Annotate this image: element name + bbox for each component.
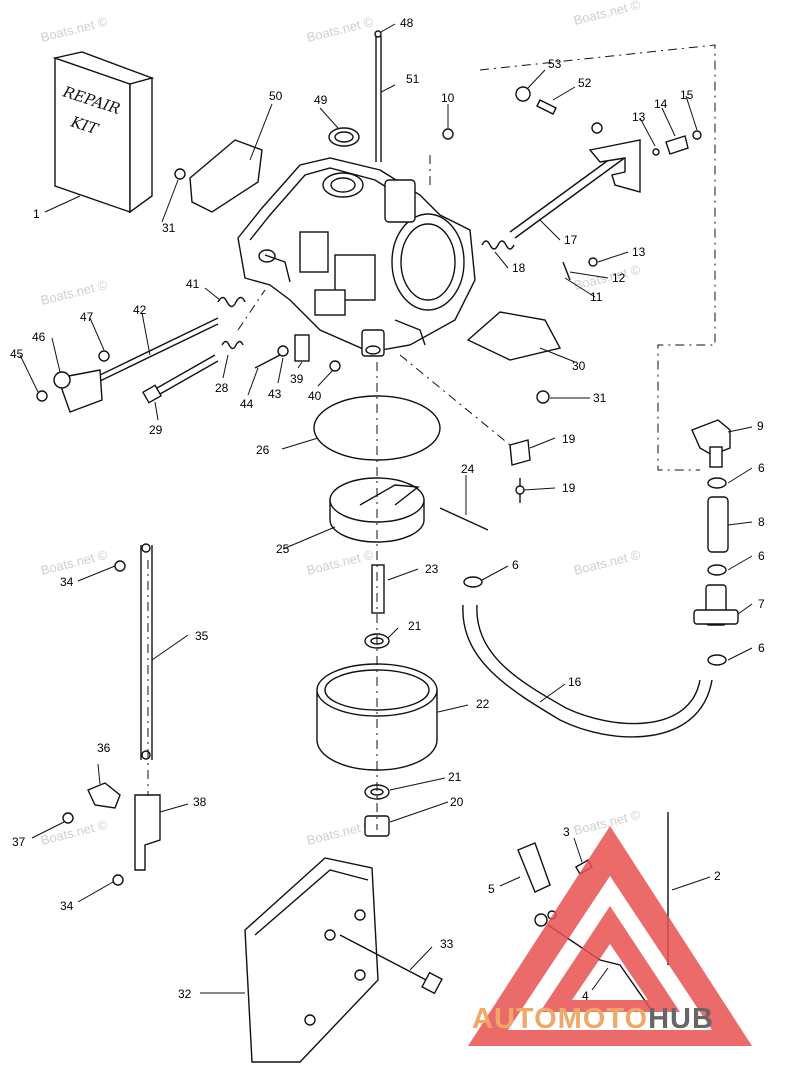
idle-tube: [374, 30, 382, 162]
air-silencer-cover: [244, 857, 443, 1063]
callout-15: 15: [680, 88, 694, 102]
watermark: Boats.net ©: [39, 817, 109, 848]
callout-34: 34: [60, 575, 74, 589]
callout-17: 17: [564, 233, 578, 247]
callout-6: 6: [758, 461, 765, 475]
leader-lines: [19, 23, 753, 994]
throttle-plate: [466, 311, 562, 361]
watermark: Boats.net ©: [305, 547, 375, 578]
callout-6: 6: [512, 558, 519, 572]
repair-kit-box: REPAIR KIT: [52, 51, 155, 214]
callout-14: 14: [654, 97, 668, 111]
callout-8: 8: [758, 515, 765, 529]
callout-9: 9: [757, 419, 764, 433]
main-jet-assembly: [316, 564, 438, 837]
callout-49: 49: [314, 93, 328, 107]
watermark: Boats.net ©: [572, 547, 642, 578]
carburetor-body: [237, 157, 476, 357]
callout-4: 4: [582, 989, 589, 1003]
choke-linkage: [62, 543, 161, 886]
callout-37: 37: [12, 835, 26, 849]
callout-30: 30: [572, 359, 586, 373]
o-ring: [328, 127, 360, 147]
watermark: Boats.net ©: [572, 262, 642, 293]
callout-45: 45: [10, 347, 24, 361]
callout-7: 7: [758, 597, 765, 611]
callout-1: 1: [33, 207, 40, 221]
callout-28: 28: [215, 381, 229, 395]
assembly-lines: [147, 44, 716, 830]
callout-6: 6: [758, 641, 765, 655]
idle-mixture-parts: [36, 296, 341, 413]
callout-38: 38: [193, 795, 207, 809]
callout-32: 32: [178, 987, 192, 1001]
callout-53: 53: [548, 57, 562, 71]
small-screws: [174, 86, 603, 404]
callout-25: 25: [276, 542, 290, 556]
callout-52: 52: [578, 76, 592, 90]
callouts: 1 2 3 4 5 6 6 6 6 7 8 9 10 11 12 13 13 1…: [10, 16, 765, 1003]
callout-31: 31: [162, 221, 176, 235]
callout-40: 40: [308, 389, 322, 403]
callout-36: 36: [97, 741, 111, 755]
callout-47: 47: [80, 310, 94, 324]
throttle-shaft: [509, 130, 702, 281]
fuel-fittings: [462, 419, 739, 738]
callout-10: 10: [441, 91, 455, 105]
callout-44: 44: [240, 397, 254, 411]
callout-2: 2: [714, 869, 721, 883]
watermark: Boats.net ©: [305, 14, 375, 45]
watermark: Boats.net ©: [39, 547, 109, 578]
callout-42: 42: [133, 303, 147, 317]
callout-51: 51: [406, 72, 420, 86]
callout-31: 31: [593, 391, 607, 405]
throttle-spring: [481, 240, 515, 250]
needle-valve: [509, 439, 531, 503]
callout-12: 12: [612, 271, 626, 285]
callout-23: 23: [425, 562, 439, 576]
callout-13: 13: [632, 245, 646, 259]
callout-24: 24: [461, 462, 475, 476]
callout-19: 19: [562, 432, 576, 446]
callout-41: 41: [186, 277, 200, 291]
callout-20: 20: [450, 795, 464, 809]
callout-5: 5: [488, 882, 495, 896]
callout-18: 18: [512, 261, 526, 275]
callout-34: 34: [60, 899, 74, 913]
logo-text-automoto: AUTOMOTO: [472, 1003, 648, 1035]
float: [329, 477, 489, 543]
callout-35: 35: [195, 629, 209, 643]
callout-22: 22: [476, 697, 490, 711]
callout-13: 13: [632, 110, 646, 124]
logo-triangle-icon: [468, 826, 752, 1046]
callout-11: 11: [590, 290, 603, 304]
callout-16: 16: [568, 675, 582, 689]
cover-gasket: [189, 139, 263, 213]
callout-46: 46: [32, 330, 46, 344]
logo-text-hub: HUB: [648, 1003, 714, 1035]
watermark: Boats.net ©: [572, 0, 642, 28]
watermark: Boats.net ©: [39, 277, 109, 308]
callout-3: 3: [563, 825, 570, 839]
callout-43: 43: [268, 387, 282, 401]
callout-21: 21: [408, 619, 422, 633]
watermark: Boats.net ©: [39, 14, 109, 45]
callout-19: 19: [562, 481, 576, 495]
svg-text:AUTOMOTOHUB: AUTOMOTOHUB: [472, 1003, 714, 1035]
automotohub-logo: AUTOMOTOHUB: [468, 826, 752, 1046]
callout-6: 6: [758, 549, 765, 563]
callout-50: 50: [269, 89, 283, 103]
callout-29: 29: [149, 423, 163, 437]
callout-26: 26: [256, 443, 270, 457]
callout-33: 33: [440, 937, 454, 951]
callout-48: 48: [400, 16, 414, 30]
callout-39: 39: [290, 372, 304, 386]
callout-21: 21: [448, 770, 462, 784]
